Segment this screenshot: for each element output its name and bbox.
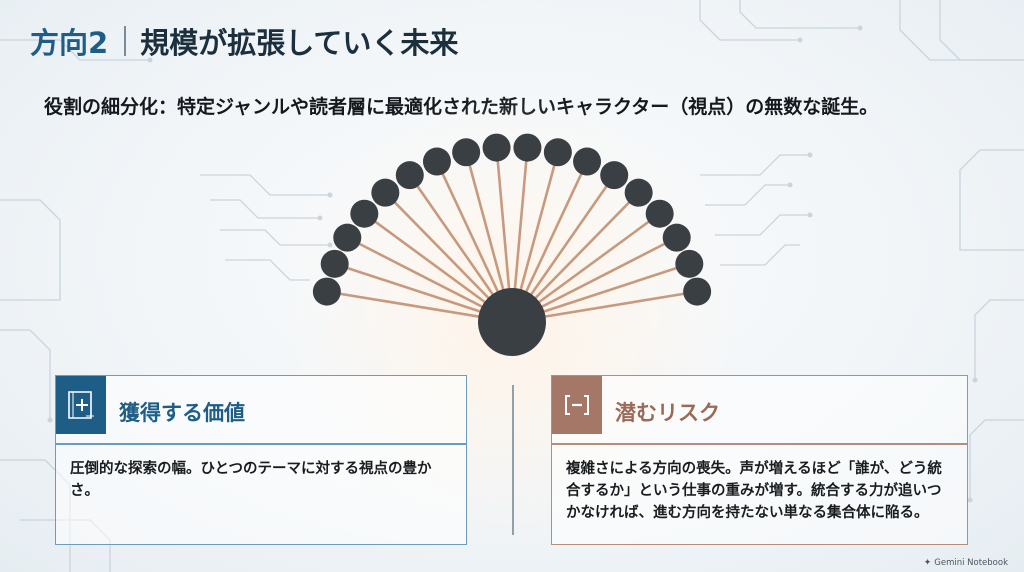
perspective-node <box>312 277 341 306</box>
hub-node <box>478 288 546 356</box>
gain-card-body: 圧倒的な探索の幅。ひとつのテーマに対する視点の豊かさ。 <box>70 461 432 499</box>
perspective-node <box>371 178 400 207</box>
perspective-node <box>683 277 712 306</box>
risk-card-header: 潜むリスク <box>552 376 967 442</box>
perspective-node <box>573 147 602 176</box>
gain-card-header: 獲得する価値 <box>56 376 466 442</box>
title-divider <box>124 26 127 56</box>
perspective-node <box>333 223 362 252</box>
perspective-node <box>662 223 691 252</box>
risk-card-title: 潜むリスク <box>615 401 720 425</box>
perspective-node <box>395 161 424 190</box>
center-divider <box>512 385 514 535</box>
perspective-node <box>350 199 379 228</box>
perspective-node <box>482 133 511 162</box>
risk-card: 潜むリスク 複雑さによる方向の喪失。声が増えるほど「誰が、どう統合するか」という… <box>551 375 968 545</box>
perspective-node <box>675 249 704 278</box>
sparkle-icon: ✦ <box>923 558 932 568</box>
perspective-node <box>624 178 653 207</box>
brand-label: Gemini Notebook <box>934 558 1008 568</box>
perspective-node <box>600 161 629 190</box>
perspective-node <box>645 199 674 228</box>
perspective-node <box>543 138 572 167</box>
page-title: 規模が拡張していく未来 <box>140 26 459 60</box>
title-bar: 方向2 規模が拡張していく未来 <box>30 20 458 62</box>
direction-label: 方向2 <box>30 26 109 60</box>
perspective-node <box>422 147 451 176</box>
gain-card: 獲得する価値 圧倒的な探索の幅。ひとつのテーマに対する視点の豊かさ。 <box>55 375 467 545</box>
brand-mark: ✦ Gemini Notebook <box>924 558 1008 568</box>
perspective-node <box>320 249 349 278</box>
perspective-node <box>513 133 542 162</box>
gain-card-rule <box>56 443 466 445</box>
risk-card-rule <box>552 443 967 445</box>
gain-card-title: 獲得する価値 <box>119 401 245 425</box>
plus-document-icon <box>56 376 106 434</box>
perspective-node <box>452 138 481 167</box>
minus-bracket-icon <box>552 376 602 434</box>
risk-card-body: 複雑さによる方向の喪失。声が増えるほど「誰が、どう統合するか」という仕事の重みが… <box>566 461 942 521</box>
